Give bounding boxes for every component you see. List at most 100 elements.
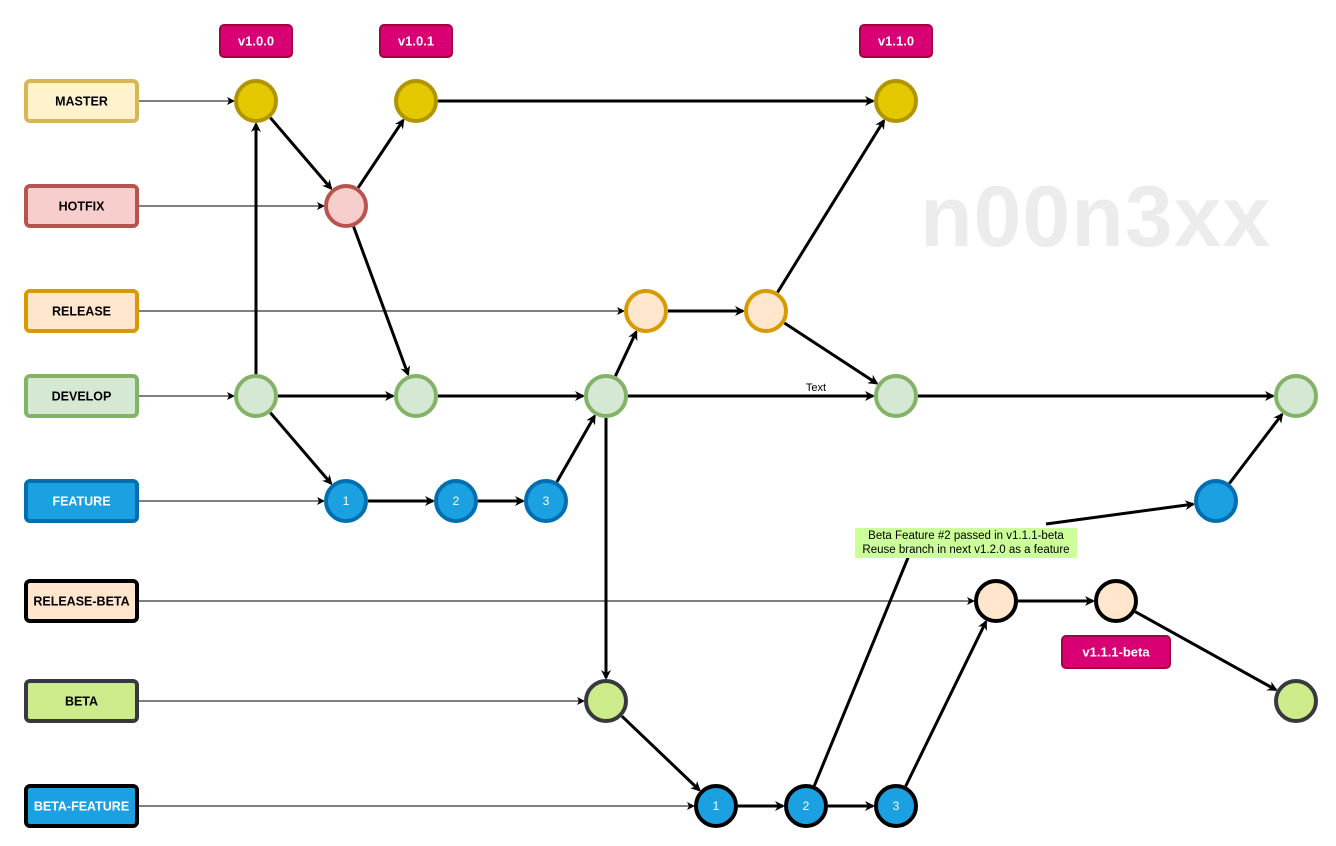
- commit-label: 1: [713, 799, 720, 813]
- commit-circle: [234, 374, 278, 418]
- commit-circle: [324, 184, 368, 228]
- tag-layer: v1.0.0 v1.0.1 v1.1.0 v1.1.1-beta: [219, 24, 1171, 669]
- branch-label-hotfix: HOTFIX: [24, 184, 139, 228]
- commit-node-d1: [234, 374, 278, 418]
- commit-node-h1: [324, 184, 368, 228]
- commit-circle: [974, 579, 1018, 623]
- note-line: Reuse branch in next v1.2.0 as a feature: [862, 544, 1069, 556]
- commit-circle: [874, 784, 918, 828]
- commit-node-d4: [874, 374, 918, 418]
- edge-d1-f1: [269, 411, 333, 486]
- commit-node-b2: [1274, 679, 1318, 723]
- tag-v110: v1.1.0: [859, 24, 933, 58]
- commit-circle: [434, 479, 478, 523]
- branch-label-box: [24, 374, 139, 418]
- branch-label-box: [24, 289, 139, 333]
- branch-label-box: [24, 184, 139, 228]
- tag-v101: v1.0.1: [379, 24, 453, 58]
- branch-label-box: [24, 79, 139, 123]
- edge-rb2-b2: [1134, 610, 1278, 692]
- commit-node-m1: [234, 79, 278, 123]
- commit-circle: [394, 79, 438, 123]
- commit-circle: [784, 784, 828, 828]
- branch-label-text: RELEASE: [52, 305, 111, 319]
- tag-v100: v1.0.0: [219, 24, 293, 58]
- branch-label-box: [24, 579, 139, 623]
- commit-circle: [694, 784, 738, 828]
- tag-box: [859, 24, 933, 58]
- commit-node-f3: 3: [524, 479, 568, 523]
- branch-label-release: RELEASE: [24, 289, 139, 333]
- tag-label: v1.0.0: [238, 34, 274, 49]
- edge-label: Text: [806, 382, 826, 394]
- branch-label-layer: MASTER HOTFIX RELEASE DEVELOP FEATURE RELEASE…: [24, 79, 139, 828]
- edge-r2-d4: [783, 321, 879, 385]
- branch-label-text: BETA-FEATURE: [34, 800, 129, 814]
- commit-node-f2: 2: [434, 479, 478, 523]
- commit-circle: [1094, 579, 1138, 623]
- edge-bf2-note: [812, 547, 914, 787]
- commit-circle: [744, 289, 788, 333]
- commit-node-d2: [394, 374, 438, 418]
- note-line: Beta Feature #2 passed in v1.1.1-beta: [868, 530, 1064, 542]
- commit-node-r2: [744, 289, 788, 333]
- branch-label-text: RELEASE-BETA: [33, 595, 129, 609]
- edge-d3-r1: [614, 330, 638, 377]
- edge-layer: Text: [139, 96, 1284, 811]
- tag-label: v1.0.1: [398, 34, 434, 49]
- tag-label: v1.1.1-beta: [1082, 645, 1150, 660]
- watermark-text: n00n3xx: [920, 169, 1272, 265]
- edge-b1-bf1: [620, 715, 701, 792]
- branch-label-box: [24, 679, 139, 723]
- commit-node-rb1: [974, 579, 1018, 623]
- commit-circle: [874, 79, 918, 123]
- note-background: [855, 528, 1077, 558]
- commit-circle: [584, 679, 628, 723]
- beta-feature-note: Beta Feature #2 passed in v1.1.1-betaReu…: [855, 528, 1077, 558]
- edge-h1-d2: [352, 226, 410, 377]
- commit-node-bf2: 2: [784, 784, 828, 828]
- commit-circle: [1274, 679, 1318, 723]
- commit-circle: [584, 374, 628, 418]
- branch-label-develop: DEVELOP: [24, 374, 139, 418]
- commit-circle: [874, 374, 918, 418]
- tag-box: [1061, 635, 1171, 669]
- commit-circle: [324, 479, 368, 523]
- commit-circle: [1194, 479, 1238, 523]
- commit-circle: [394, 374, 438, 418]
- commit-circle: [234, 79, 278, 123]
- commit-node-d5: [1274, 374, 1318, 418]
- edge-f3-d3: [555, 414, 596, 483]
- commit-label: 1: [343, 494, 350, 508]
- tag-box: [219, 24, 293, 58]
- commit-node-r1: [624, 289, 668, 333]
- commit-label: 2: [453, 494, 460, 508]
- branch-label-box: [24, 479, 139, 523]
- branch-label-text: MASTER: [55, 95, 108, 109]
- branch-label-text: BETA: [65, 695, 98, 709]
- commit-label: 2: [803, 799, 810, 813]
- tag-v111b: v1.1.1-beta: [1061, 635, 1171, 669]
- edge-note-f4: [1045, 500, 1196, 526]
- commit-node-bf3: 3: [874, 784, 918, 828]
- commit-layer: 1 2 3 1 2 3: [234, 79, 1318, 828]
- commit-node-rb2: [1094, 579, 1138, 623]
- branch-label-feature: FEATURE: [24, 479, 139, 523]
- commit-circle: [1274, 374, 1318, 418]
- branch-label-beta-feature: BETA-FEATURE: [24, 784, 139, 828]
- commit-label: 3: [893, 799, 900, 813]
- branch-label-master: MASTER: [24, 79, 139, 123]
- branch-label-text: FEATURE: [52, 495, 110, 509]
- commit-label: 3: [543, 494, 550, 508]
- branch-label-box: [24, 784, 139, 828]
- commit-node-d3: [584, 374, 628, 418]
- commit-node-bf1: 1: [694, 784, 738, 828]
- commit-node-b1: [584, 679, 628, 723]
- branch-label-text: DEVELOP: [52, 390, 112, 404]
- commit-circle: [624, 289, 668, 333]
- branch-label-text: HOTFIX: [59, 200, 105, 214]
- edge-r2-m3: [776, 118, 886, 294]
- tag-box: [379, 24, 453, 58]
- commit-node-m3: [874, 79, 918, 123]
